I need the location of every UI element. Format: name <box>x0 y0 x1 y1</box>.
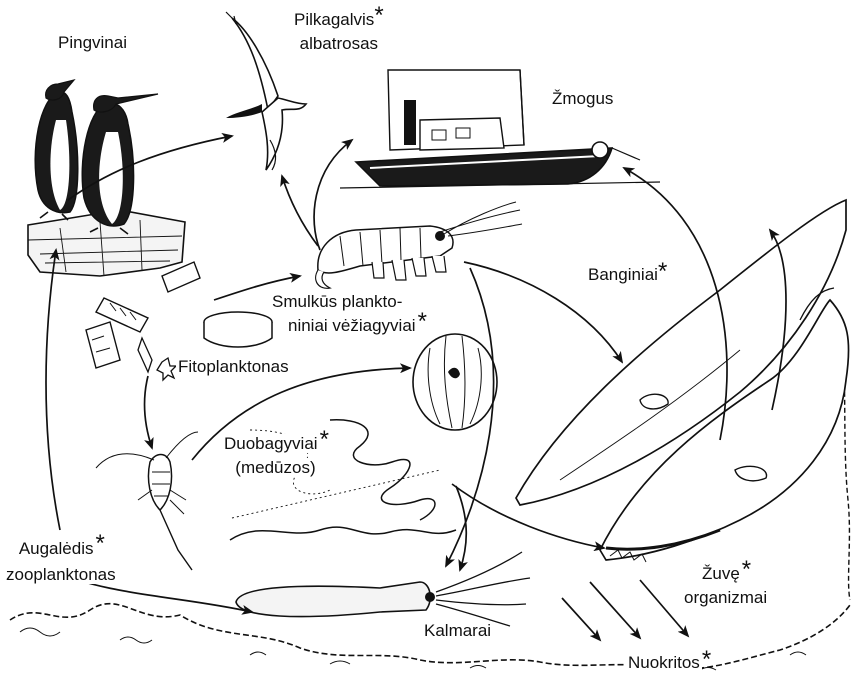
arrow-krill-to-albatross <box>282 176 318 246</box>
label-detritus: Nuokritos* <box>626 652 711 674</box>
label-human-text: Žmogus <box>552 89 613 108</box>
label-zooplankton-line1: Augalėdis <box>17 539 96 558</box>
arrow-jellyfish-to-squid <box>456 486 466 570</box>
asterisk-icon: * <box>374 2 383 29</box>
label-fish-line1: Žuvę <box>700 564 742 583</box>
arrow-squid-to-detritus <box>562 598 600 640</box>
label-detritus-text: Nuokritos <box>626 653 702 672</box>
label-phytoplankton-text: Fitoplanktonas <box>176 357 291 376</box>
asterisk-icon: * <box>742 556 751 583</box>
label-krill-line2: niniai vėžiagyviai <box>286 316 418 335</box>
asterisk-icon: * <box>320 426 329 453</box>
label-zooplankton-line2: zooplanktonas <box>4 565 118 584</box>
asterisk-icon: * <box>418 308 427 335</box>
squid-icon <box>236 552 530 626</box>
asterisk-icon: * <box>95 530 104 557</box>
label-human: Žmogus <box>552 88 613 110</box>
label-jellyfish: Duobagyviai* (medūzos) <box>222 432 329 480</box>
label-penguins-text: Pingvinai <box>58 33 127 52</box>
label-krill-line1: Smulkūs plankto- <box>270 292 404 311</box>
asterisk-icon: * <box>658 258 667 285</box>
label-albatross: Pilkagalvis* albatrosas <box>294 8 384 56</box>
penguin-left-icon <box>35 80 78 220</box>
label-zooplankton: Augalėdis* zooplanktonas <box>4 536 118 588</box>
krill-icon <box>316 202 522 288</box>
label-jellyfish-line1: Duobagyviai <box>222 434 320 453</box>
label-krill: Smulkūs plankto- niniai vėžiagyviai* <box>270 290 427 338</box>
penguin-right-icon <box>82 94 158 234</box>
label-penguins: Pingvinai <box>58 32 127 54</box>
label-whales: Banginiai* <box>588 264 667 286</box>
jellyfish-icon <box>413 334 497 430</box>
label-albatross-line2: albatrosas <box>300 34 378 53</box>
arrow-fish-to-detritus <box>590 582 640 638</box>
arrow-zooplankton-to-penguins <box>46 250 60 530</box>
label-squid: Kalmarai <box>424 620 491 642</box>
label-fish: Žuvę* organizmai <box>682 562 769 610</box>
label-squid-text: Kalmarai <box>424 621 491 640</box>
label-jellyfish-line2: (medūzos) <box>233 458 317 477</box>
asterisk-icon: * <box>702 646 711 673</box>
arrow-phytoplankton-to-zooplankton <box>145 376 152 448</box>
label-fish-line2: organizmai <box>682 588 769 607</box>
arrow-whale-to-detritus <box>640 580 688 636</box>
label-whales-text: Banginiai <box>588 265 658 284</box>
label-albatross-line1: Pilkagalvis <box>294 10 374 29</box>
label-phytoplankton: Fitoplanktonas <box>176 356 291 378</box>
